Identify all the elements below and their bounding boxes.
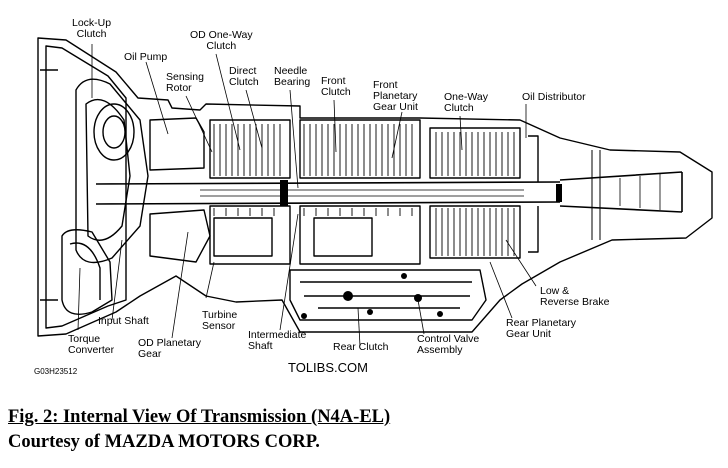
figure-caption-credit: Courtesy of MAZDA MOTORS CORP.	[8, 432, 320, 452]
label-lock-up-clutch: Lock-Up Clutch	[72, 17, 112, 40]
label-low-reverse-brake: Low & Reverse Brake	[540, 285, 610, 308]
label-control-valve-assembly: Control Valve Assembly	[417, 333, 480, 356]
label-input-shaft: Input Shaft	[98, 315, 149, 327]
label-oil-pump: Oil Pump	[124, 51, 168, 63]
label-one-way-clutch: One-Way Clutch	[444, 91, 488, 114]
watermark-text: TOLIBS.COM	[288, 360, 368, 375]
torque-converter-outline	[75, 78, 149, 264]
main-shaft	[95, 181, 561, 205]
label-front-clutch: Front Clutch	[321, 75, 351, 98]
label-sensing-rotor: Sensing Rotor	[166, 71, 204, 94]
label-turbine-sensor: Turbine Sensor	[202, 309, 238, 332]
label-rear-planetary-gear-unit: Rear Planetary Gear Unit	[506, 317, 577, 340]
output-shaft	[559, 171, 683, 213]
figure-caption-title: Fig. 2: Internal View Of Transmission (N…	[8, 407, 391, 427]
label-od-planetary-gear: OD Planetary Gear	[138, 337, 202, 360]
image-code: G03H23512	[34, 367, 78, 376]
label-needle-bearing: Needle Bearing	[274, 65, 311, 88]
bell-housing-outline	[37, 37, 713, 337]
label-intermediate-shaft: Intermediate Shaft	[248, 329, 307, 352]
label-torque-converter: Torque Converter	[68, 333, 115, 356]
control-valve-body	[289, 269, 487, 321]
label-front-planetary-gear-unit: Front Planetary Gear Unit	[373, 79, 418, 113]
label-direct-clutch: Direct Clutch	[229, 65, 259, 88]
label-od-one-way-clutch: OD One-Way Clutch	[190, 29, 253, 52]
label-rear-clutch: Rear Clutch	[333, 341, 389, 353]
label-oil-distributor: Oil Distributor	[522, 91, 586, 103]
